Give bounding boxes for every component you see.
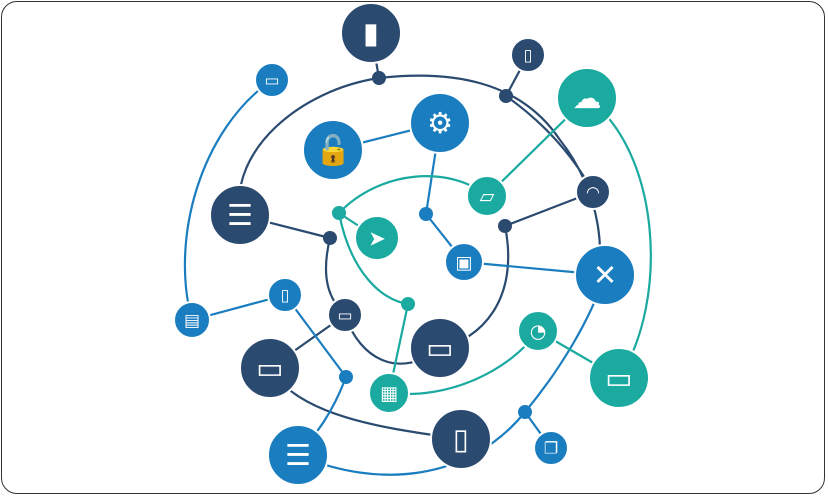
wifi-node: ◠ bbox=[575, 174, 611, 210]
connection-dot bbox=[498, 219, 512, 233]
node-circle bbox=[517, 310, 559, 352]
node-circle bbox=[327, 297, 363, 333]
sd-card-icon: ▯ bbox=[524, 46, 533, 65]
connection-dot bbox=[372, 71, 386, 85]
connection-dot bbox=[518, 405, 532, 419]
smartphone-icon: ▯ bbox=[453, 422, 469, 456]
node-circle bbox=[267, 424, 329, 486]
bar-chart-node: ▮ bbox=[340, 2, 402, 64]
laptop-node: ▭ bbox=[239, 337, 301, 399]
node-circle bbox=[368, 372, 410, 414]
unlock-icon: 🔓 bbox=[315, 133, 351, 167]
node-circle bbox=[173, 301, 211, 339]
connection-dot bbox=[332, 206, 346, 220]
cloud-node: ☁ bbox=[556, 67, 618, 129]
node-circle bbox=[574, 244, 636, 306]
node-circle bbox=[409, 92, 471, 154]
gauge-node: ◔ bbox=[517, 310, 559, 352]
unlock-node: 🔓 bbox=[302, 119, 364, 181]
bar-chart-icon: ▮ bbox=[363, 16, 379, 50]
chip-icon: ▣ bbox=[455, 252, 472, 273]
node-circle bbox=[409, 317, 471, 379]
node-circle bbox=[430, 408, 492, 470]
document-icon: ▤ bbox=[184, 311, 200, 331]
desktop-icon: ▭ bbox=[605, 361, 632, 395]
node-circle bbox=[239, 337, 301, 399]
chip-node: ▣ bbox=[444, 242, 484, 282]
tablet-node: ▭ bbox=[409, 317, 471, 379]
laptop-icon: ▭ bbox=[256, 351, 283, 385]
node-circle bbox=[575, 174, 611, 210]
keyboard-icon: ▦ bbox=[380, 383, 398, 405]
windows-node: ❐ bbox=[533, 430, 569, 466]
wifi-icon: ◠ bbox=[586, 183, 600, 202]
server-icon: ☰ bbox=[285, 438, 311, 472]
battery-icon: ▭ bbox=[337, 306, 352, 325]
connection-dot bbox=[339, 370, 353, 384]
database-cloud-node: ☰ bbox=[209, 184, 271, 246]
node-circle bbox=[533, 430, 569, 466]
gear-icon: ⚙ bbox=[427, 106, 453, 140]
smartphone-node: ▯ bbox=[430, 408, 492, 470]
sd-card-node: ▯ bbox=[510, 37, 546, 73]
folder-icon: ▱ bbox=[480, 186, 495, 208]
tools-node: ✕ bbox=[574, 244, 636, 306]
node-circle bbox=[340, 2, 402, 64]
gauge-icon: ◔ bbox=[530, 321, 547, 343]
cloud-icon: ☁ bbox=[573, 81, 602, 115]
document-node: ▤ bbox=[173, 301, 211, 339]
credit-card-node: ▭ bbox=[254, 62, 290, 98]
node-circle bbox=[209, 184, 271, 246]
connection-dot bbox=[419, 207, 433, 221]
connection-dot bbox=[323, 231, 337, 245]
node-circle bbox=[267, 277, 303, 313]
gear-node: ⚙ bbox=[409, 92, 471, 154]
credit-card-icon: ▭ bbox=[264, 71, 279, 90]
connection-line bbox=[183, 79, 607, 476]
node-circle bbox=[556, 67, 618, 129]
usb-drive-node: ▯ bbox=[267, 277, 303, 313]
battery-node: ▭ bbox=[327, 297, 363, 333]
database-cloud-icon: ☰ bbox=[227, 198, 253, 232]
desktop-node: ▭ bbox=[588, 347, 650, 409]
server-node: ☰ bbox=[267, 424, 329, 486]
cursor-icon: ➤ bbox=[368, 226, 386, 250]
node-circle bbox=[510, 37, 546, 73]
folder-node: ▱ bbox=[466, 175, 508, 217]
connection-dot bbox=[499, 89, 513, 103]
node-circle bbox=[444, 242, 484, 282]
connection-dot bbox=[401, 297, 415, 311]
node-circle bbox=[254, 62, 290, 98]
node-circle bbox=[302, 119, 364, 181]
node-circle bbox=[354, 215, 400, 261]
usb-drive-icon: ▯ bbox=[281, 286, 290, 305]
tools-icon: ✕ bbox=[593, 258, 617, 292]
tablet-icon: ▭ bbox=[426, 331, 453, 365]
cursor-node: ➤ bbox=[354, 215, 400, 261]
keyboard-node: ▦ bbox=[368, 372, 410, 414]
node-circle bbox=[466, 175, 508, 217]
windows-icon: ❐ bbox=[544, 439, 558, 458]
node-circle bbox=[588, 347, 650, 409]
